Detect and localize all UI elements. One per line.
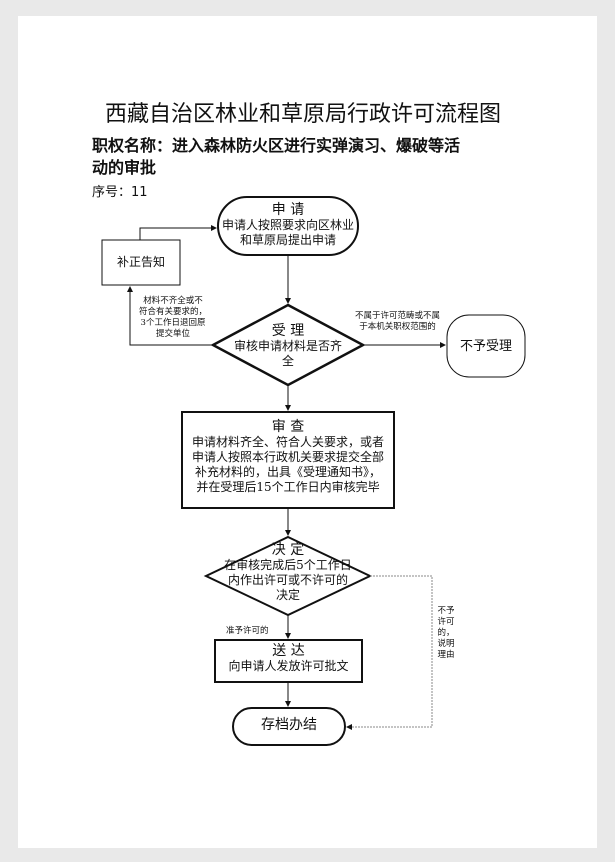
review-line: 补充材料的，出具《受理通知书》， [194,465,381,479]
reject-note: 不属于许可范畴或不属 于本机关职权范围的 [350,311,445,333]
reject-note-line: 不属于许可范畴或不属 [354,311,440,321]
deny-note-line: 不予 [437,606,455,616]
reject-node: 不予受理 [459,339,512,354]
incomplete-note-line: 3个工作日退回原 [140,318,206,328]
deliver-node: 送 达 向申请人发放许可批文 [215,644,362,674]
decide-text-1: 在审核完成后5个工作日 [224,558,352,572]
accept-text-2: 全 [281,354,294,368]
accept-title: 受 理 [271,323,305,339]
supplement-node-shape [101,239,181,286]
incomplete-note-line: 材料不齐全或不 [143,296,203,306]
deny-note-line: 理由 [437,650,455,660]
apply-text-2: 和草原局提出申请 [239,233,336,247]
review-line: 并在受理后15个工作日内审核完毕 [196,480,380,494]
review-line: 申请人按照本行政机关要求提交全部 [191,450,384,464]
archive-node: 存档办结 [261,717,317,733]
decide-title: 决 定 [271,542,305,558]
reject-node-shape [446,314,526,378]
incomplete-note: 材料不齐全或不 符合有关要求的， 3个工作日退回原 提交单位 [128,296,218,340]
review-node: 审 查 申请材料齐全、符合人关要求，或者 申请人按照本行政机关要求提交全部 补充… [182,420,394,495]
apply-title: 申 请 [271,202,305,218]
incomplete-note-line: 提交单位 [155,329,190,339]
decide-node: 决 定 在审核完成后5个工作日 内作出许可或不许可的 决定 [206,543,370,603]
deny-note-line: 许可 [437,617,455,627]
incomplete-note-line: 符合有关要求的， [138,307,207,317]
decide-text-3: 决定 [275,588,300,602]
supplement-node: 补正告知 [116,255,165,269]
review-line: 申请材料齐全、符合人关要求，或者 [191,435,384,449]
document-page [18,16,597,848]
deliver-title: 送 达 [272,643,305,659]
accept-node: 受 理 审核申请材料是否齐 全 [213,324,363,369]
deny-note: 不予 许可 的， 说明 理由 [434,606,458,661]
archive-node-shape [232,707,346,746]
deny-note-line: 说明 [437,639,455,649]
power-name-line2: 动的审批 [92,158,157,177]
serial-number: 序号：11 [92,185,148,200]
document-title: 西藏自治区林业和草原局行政许可流程图 [105,102,502,127]
deliver-text: 向申请人发放许可批文 [228,659,349,673]
deny-note-line: 的， [437,628,455,638]
decide-text-2: 内作出许可或不许可的 [227,573,348,587]
apply-text-1: 申请人按照要求向区林业 [221,218,354,232]
review-title: 审 查 [271,419,305,435]
apply-node: 申 请 申请人按照要求向区林业 和草原局提出申请 [218,203,358,248]
approve-note: 准予许可的 [226,626,269,636]
reject-note-line: 于本机关职权范围的 [359,322,436,332]
accept-text-1: 审核申请材料是否齐 [233,339,342,353]
power-name-line1: 职权名称：进入森林防火区进行实弹演习、爆破等活 [92,136,461,155]
